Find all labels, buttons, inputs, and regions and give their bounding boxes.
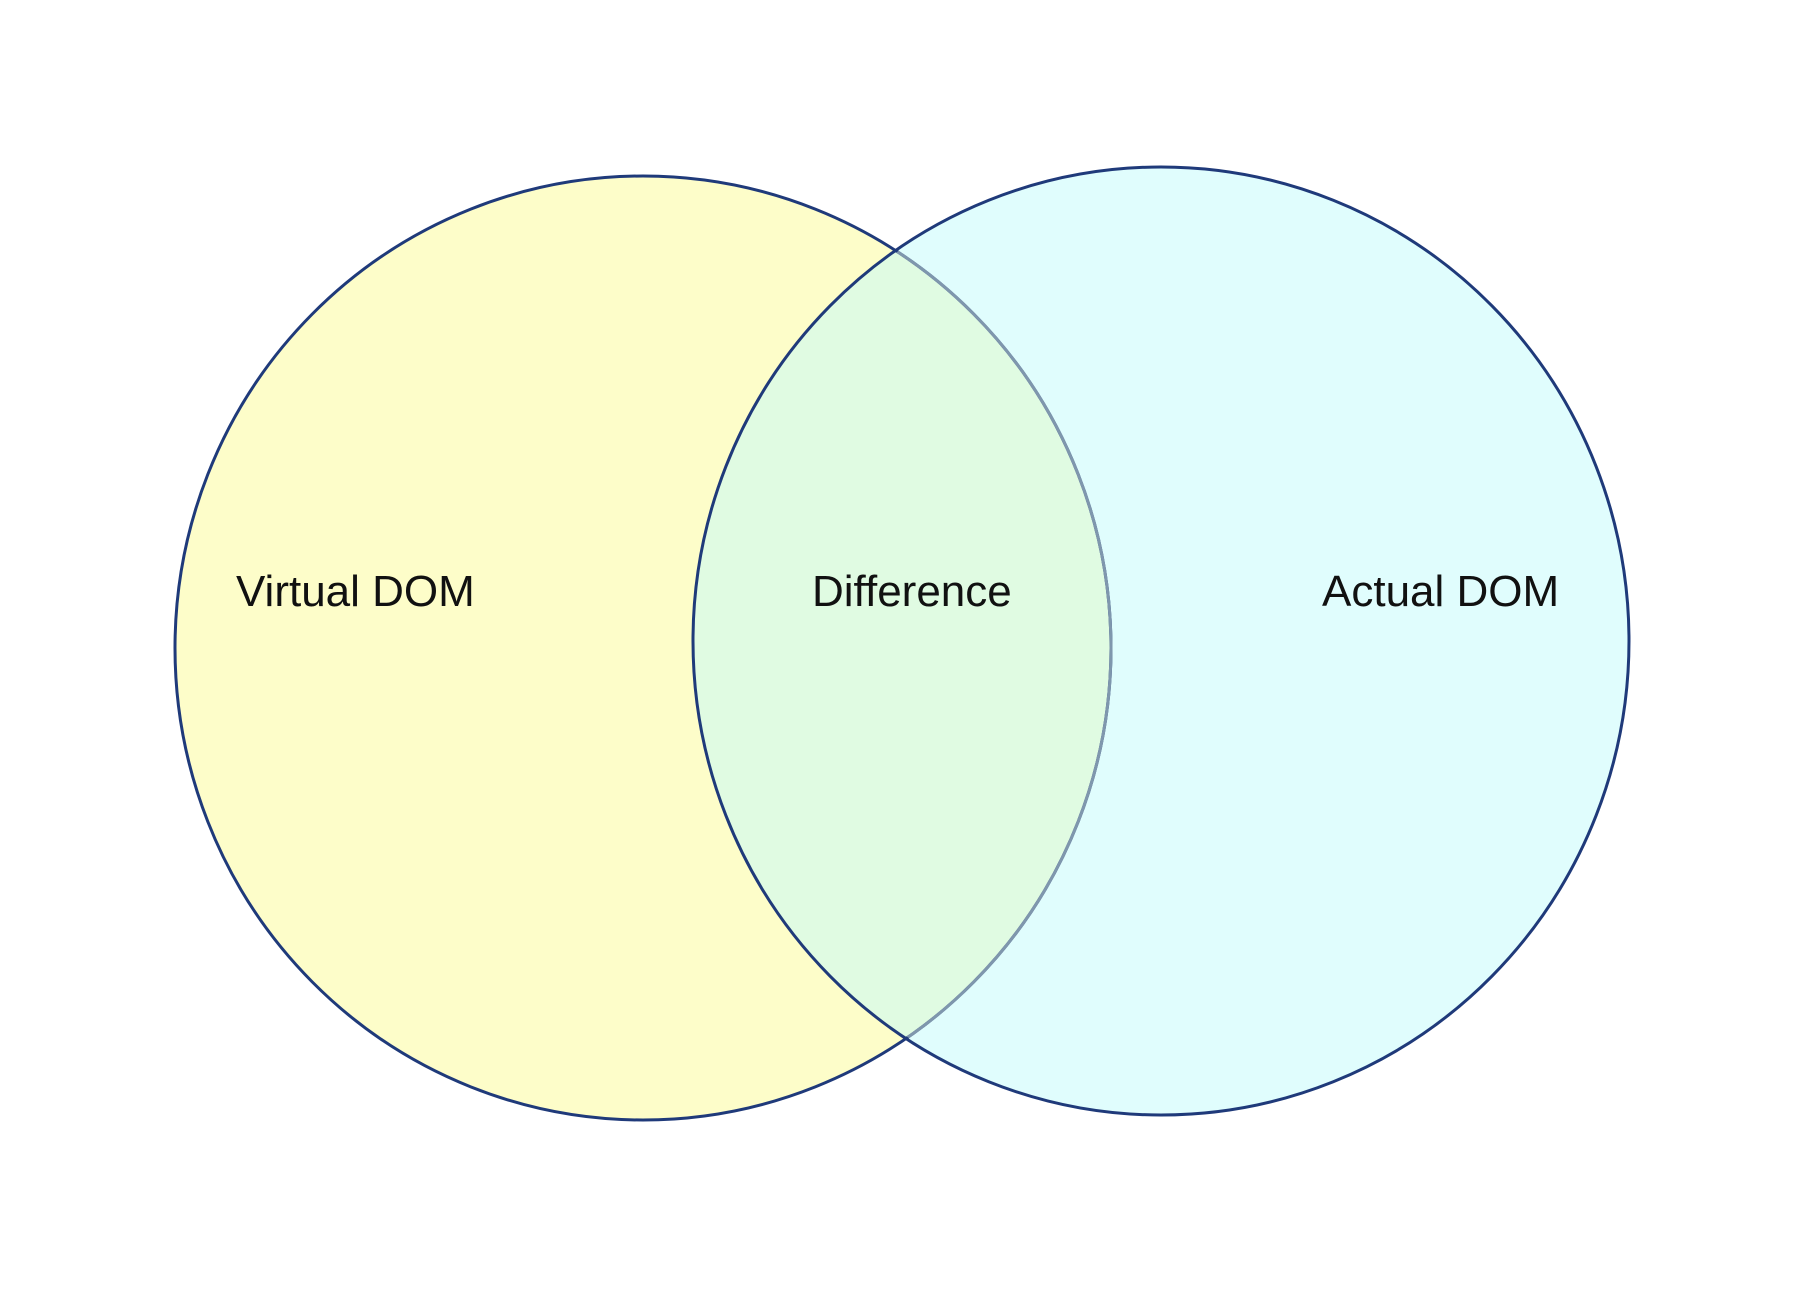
actual-dom-label: Actual DOM: [1322, 567, 1559, 616]
difference-region: [693, 176, 1111, 1115]
virtual-dom-inner-arc: [695, 174, 1113, 1113]
actual-dom-outline: [691, 165, 1631, 1117]
difference-label: Difference: [812, 567, 1012, 616]
virtual-dom-label: Virtual DOM: [236, 567, 475, 616]
